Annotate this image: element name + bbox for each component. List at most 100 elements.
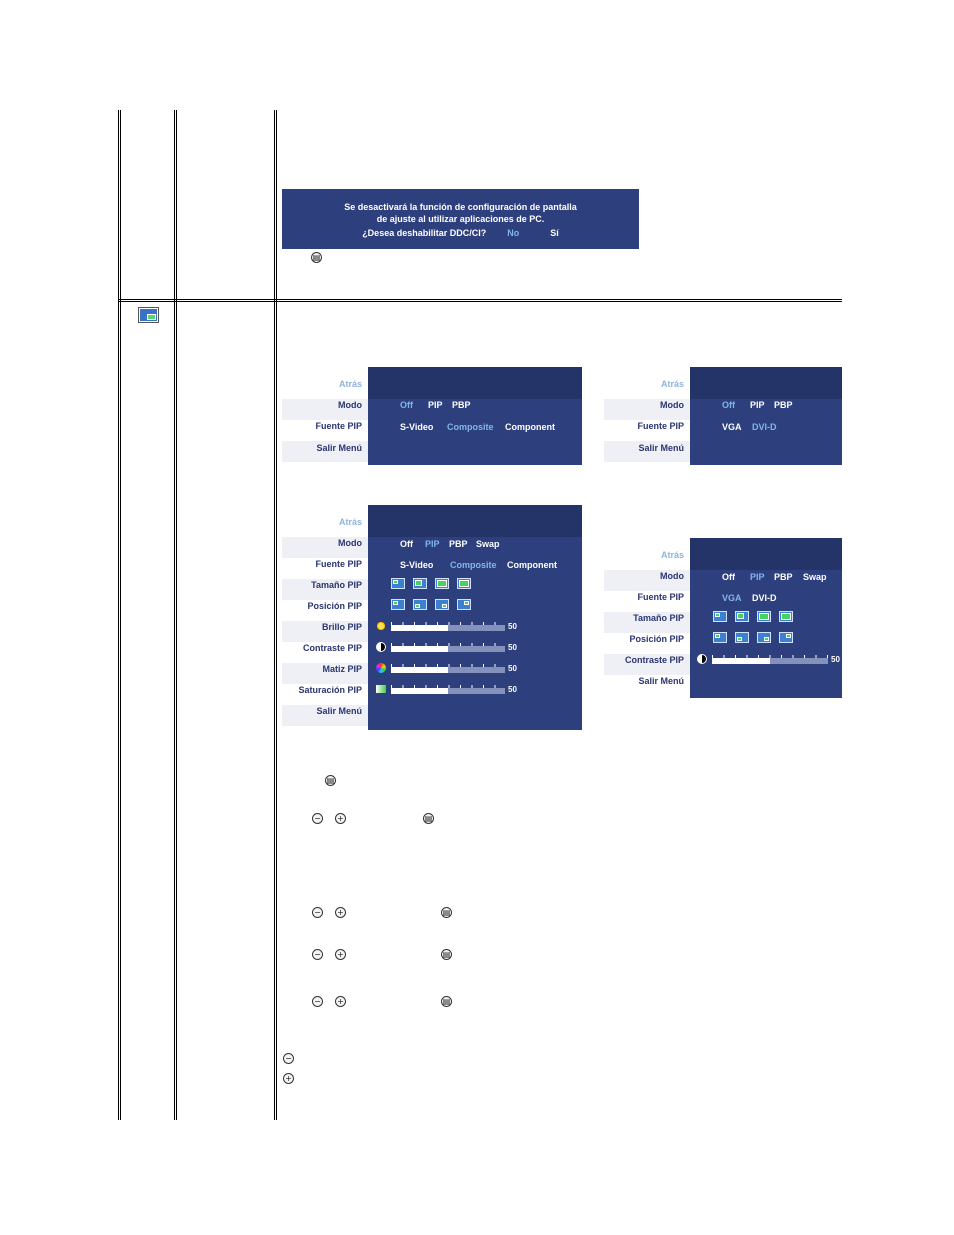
pip-icon bbox=[138, 307, 159, 323]
pip-position-top-left-icon[interactable] bbox=[713, 632, 727, 643]
hue-slider[interactable] bbox=[391, 664, 505, 673]
table-border-col1 bbox=[174, 110, 177, 1120]
option-off[interactable]: Off bbox=[722, 572, 735, 582]
option-off[interactable]: Off bbox=[722, 400, 735, 410]
ddc-line2: de ajuste al utilizar aplicaciones de PC… bbox=[376, 214, 545, 224]
pip-size-small-icon[interactable] bbox=[391, 578, 405, 589]
option-composite[interactable]: Composite bbox=[447, 422, 494, 432]
pip-size-small-icon[interactable] bbox=[713, 611, 727, 622]
menu-item-back[interactable]: Atrás bbox=[338, 379, 362, 389]
ddc-no-option[interactable]: No bbox=[507, 228, 520, 238]
menu-item-hue[interactable]: Matiz PIP bbox=[322, 664, 362, 674]
minus-button-icon: − bbox=[283, 1053, 294, 1064]
osd-body bbox=[690, 367, 842, 465]
osd-panel-pip-vga-full: Atrás Modo Fuente PIP Tamaño PIP Posició… bbox=[604, 538, 842, 698]
menu-button-icon: ▤ bbox=[441, 907, 452, 918]
option-pbp[interactable]: PBP bbox=[774, 400, 793, 410]
table-border-col2 bbox=[274, 110, 277, 1120]
osd-menu: Atrás Modo Fuente PIP Tamaño PIP Posició… bbox=[604, 538, 690, 698]
contrast-icon bbox=[697, 654, 707, 664]
option-composite[interactable]: Composite bbox=[450, 560, 497, 570]
ddc-dialog: Se desactivará la función de configuraci… bbox=[282, 189, 639, 249]
menu-item-source[interactable]: Fuente PIP bbox=[637, 421, 684, 431]
pip-size-full-icon[interactable] bbox=[779, 611, 793, 622]
pip-position-top-right-icon[interactable] bbox=[457, 599, 471, 610]
osd-panel-pip-vga: Atrás Modo Fuente PIP Salir Menú Off PIP… bbox=[604, 367, 842, 465]
menu-item-back[interactable]: Atrás bbox=[660, 379, 684, 389]
osd-body bbox=[368, 367, 582, 465]
ddc-yes-option[interactable]: Sí bbox=[550, 228, 559, 238]
menu-item-mode[interactable]: Modo bbox=[660, 400, 684, 410]
pip-size-large-icon[interactable] bbox=[435, 578, 449, 589]
option-dvid[interactable]: DVI-D bbox=[752, 593, 777, 603]
brightness-slider[interactable] bbox=[391, 622, 505, 631]
menu-item-back[interactable]: Atrás bbox=[660, 550, 684, 560]
menu-item-mode[interactable]: Modo bbox=[338, 400, 362, 410]
pip-position-bottom-right-icon[interactable] bbox=[435, 599, 449, 610]
hue-icon bbox=[376, 663, 386, 673]
pip-size-large-icon[interactable] bbox=[757, 611, 771, 622]
option-pip[interactable]: PIP bbox=[750, 400, 765, 410]
option-component[interactable]: Component bbox=[507, 560, 557, 570]
menu-item-brightness[interactable]: Brillo PIP bbox=[321, 622, 362, 632]
minus-button-icon: − bbox=[312, 907, 323, 918]
option-svideo[interactable]: S-Video bbox=[400, 422, 434, 432]
menu-item-exit[interactable]: Salir Menú bbox=[316, 443, 362, 453]
minus-button-icon: − bbox=[312, 813, 323, 824]
pip-size-medium-icon[interactable] bbox=[413, 578, 427, 589]
menu-item-exit[interactable]: Salir Menú bbox=[638, 443, 684, 453]
brightness-value: 50 bbox=[508, 622, 517, 631]
option-off[interactable]: Off bbox=[400, 539, 413, 549]
option-pbp[interactable]: PBP bbox=[452, 400, 471, 410]
option-pip[interactable]: PIP bbox=[425, 539, 440, 549]
option-dvid[interactable]: DVI-D bbox=[752, 422, 777, 432]
pip-position-bottom-left-icon[interactable] bbox=[413, 599, 427, 610]
option-off[interactable]: Off bbox=[400, 400, 413, 410]
menu-item-exit[interactable]: Salir Menú bbox=[316, 706, 362, 716]
option-swap[interactable]: Swap bbox=[803, 572, 827, 582]
pip-size-medium-icon[interactable] bbox=[735, 611, 749, 622]
menu-item-mode[interactable]: Modo bbox=[338, 538, 362, 548]
menu-item-exit[interactable]: Salir Menú bbox=[638, 676, 684, 686]
menu-item-mode[interactable]: Modo bbox=[660, 571, 684, 581]
menu-item-contrast[interactable]: Contraste PIP bbox=[302, 643, 362, 653]
menu-item-back[interactable]: Atrás bbox=[338, 517, 362, 527]
menu-item-source[interactable]: Fuente PIP bbox=[315, 559, 362, 569]
minus-button-icon: − bbox=[312, 996, 323, 1007]
menu-item-source[interactable]: Fuente PIP bbox=[315, 421, 362, 431]
contrast-slider[interactable] bbox=[712, 655, 828, 664]
contrast-value: 50 bbox=[831, 655, 840, 664]
saturation-icon bbox=[376, 685, 386, 693]
option-component[interactable]: Component bbox=[505, 422, 555, 432]
menu-button-icon: ▤ bbox=[423, 813, 434, 824]
menu-item-position[interactable]: Posición PIP bbox=[307, 601, 362, 611]
option-vga[interactable]: VGA bbox=[722, 422, 742, 432]
ddc-line1: Se desactivará la función de configuraci… bbox=[344, 202, 577, 212]
plus-button-icon: + bbox=[335, 949, 346, 960]
option-pip[interactable]: PIP bbox=[750, 572, 765, 582]
osd-menu: Atrás Modo Fuente PIP Salir Menú bbox=[604, 367, 690, 465]
menu-item-contrast[interactable]: Contraste PIP bbox=[624, 655, 684, 665]
option-vga[interactable]: VGA bbox=[722, 593, 742, 603]
saturation-value: 50 bbox=[508, 685, 517, 694]
table-border-left bbox=[118, 110, 121, 1120]
osd-menu: Atrás Modo Fuente PIP Tamaño PIP Posició… bbox=[282, 505, 368, 730]
contrast-slider[interactable] bbox=[391, 643, 505, 652]
option-pbp[interactable]: PBP bbox=[449, 539, 468, 549]
pip-position-bottom-right-icon[interactable] bbox=[757, 632, 771, 643]
menu-item-position[interactable]: Posición PIP bbox=[629, 634, 684, 644]
menu-item-saturation[interactable]: Saturación PIP bbox=[298, 685, 362, 695]
saturation-slider[interactable] bbox=[391, 685, 505, 694]
option-pip[interactable]: PIP bbox=[428, 400, 443, 410]
pip-position-top-right-icon[interactable] bbox=[779, 632, 793, 643]
option-svideo[interactable]: S-Video bbox=[400, 560, 434, 570]
pip-position-bottom-left-icon[interactable] bbox=[735, 632, 749, 643]
osd-panel-pip-sources: Atrás Modo Fuente PIP Salir Menú Off PIP… bbox=[282, 367, 582, 465]
pip-position-top-left-icon[interactable] bbox=[391, 599, 405, 610]
option-pbp[interactable]: PBP bbox=[774, 572, 793, 582]
menu-item-size[interactable]: Tamaño PIP bbox=[311, 580, 362, 590]
menu-item-size[interactable]: Tamaño PIP bbox=[633, 613, 684, 623]
option-swap[interactable]: Swap bbox=[476, 539, 500, 549]
pip-size-full-icon[interactable] bbox=[457, 578, 471, 589]
menu-item-source[interactable]: Fuente PIP bbox=[637, 592, 684, 602]
